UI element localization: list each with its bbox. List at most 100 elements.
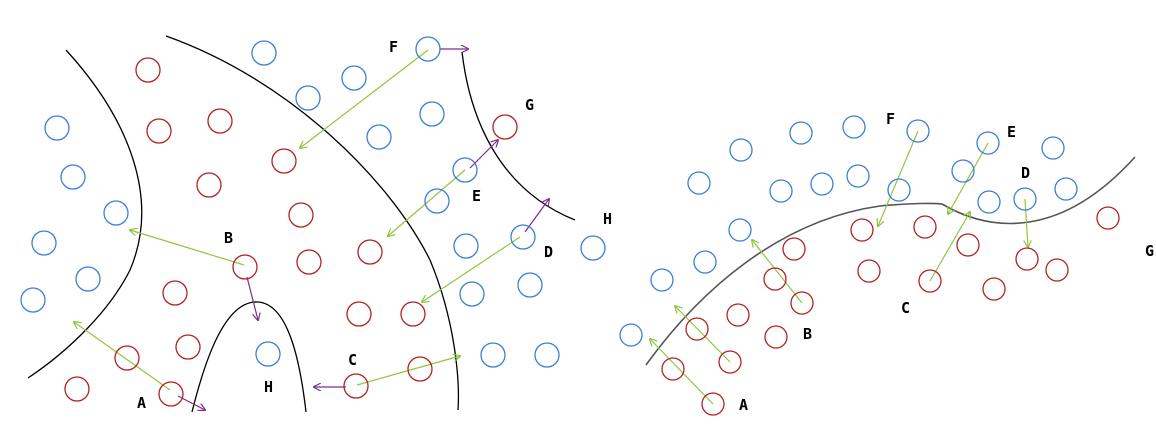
blue-point [44, 115, 70, 141]
blue-point [424, 188, 450, 214]
red-point [146, 118, 172, 144]
blue-point [906, 119, 930, 143]
blue-point [977, 190, 1001, 214]
blue-point [1013, 187, 1037, 211]
red-point [346, 301, 372, 327]
red-point [400, 301, 426, 327]
left-blue-points [20, 36, 606, 368]
blue-point [842, 115, 866, 139]
arrow-B-green-right [752, 240, 803, 304]
blue-point [687, 171, 711, 195]
blue-point [31, 230, 57, 256]
blue-point [534, 342, 560, 368]
arrow-D-green-right [1025, 198, 1028, 247]
label-A: A [137, 394, 146, 412]
blue-point [295, 85, 321, 111]
label-F: F [389, 38, 398, 56]
label-D: D [544, 243, 553, 261]
red-point [763, 267, 787, 291]
blue-point [452, 157, 478, 183]
left-boundary-outer-left [27, 49, 143, 379]
label-F-right: F [886, 110, 895, 128]
red-point [343, 373, 369, 399]
label-H-right: H [603, 210, 612, 228]
blue-point [510, 224, 536, 250]
red-point [718, 350, 742, 374]
blue-point [887, 178, 911, 202]
red-point [407, 356, 433, 382]
arrow-F-green [300, 49, 429, 148]
arrow-A-green [74, 322, 171, 391]
blue-point [419, 101, 445, 127]
red-point [1096, 206, 1120, 230]
arrow-A2-green [675, 306, 731, 363]
arrow-E-green-right [948, 142, 989, 214]
red-point [1045, 258, 1069, 282]
blue-point [810, 172, 834, 196]
red-point [64, 376, 90, 402]
arrow-E-purple [469, 140, 498, 169]
blue-point [976, 131, 1000, 155]
red-point [135, 57, 161, 83]
blue-point [60, 164, 86, 190]
red-point [982, 277, 1006, 301]
arrow-A1-green [650, 339, 714, 405]
arrow-B-green [130, 230, 245, 266]
blue-point [459, 281, 485, 307]
red-point [764, 325, 788, 349]
red-point [357, 239, 383, 265]
blue-point [103, 200, 129, 226]
red-point [1015, 247, 1039, 271]
blue-point [729, 138, 753, 162]
red-point [701, 392, 725, 416]
red-point [850, 218, 874, 242]
arrow-D-green [422, 236, 521, 302]
blue-point [341, 65, 367, 91]
label-A-right: A [739, 396, 748, 414]
right-boundary [645, 156, 1136, 366]
red-point [790, 291, 814, 315]
blue-point [251, 40, 277, 66]
label-B: B [224, 229, 233, 247]
label-B-right: B [803, 325, 812, 343]
label-C: C [348, 351, 357, 369]
red-point [685, 317, 709, 341]
right-blue-points [619, 115, 1078, 347]
red-point [114, 345, 140, 371]
label-E: E [472, 187, 481, 205]
blue-point [255, 341, 281, 367]
red-point [857, 259, 881, 283]
blue-point [650, 268, 674, 292]
red-point [913, 215, 937, 239]
blue-point [728, 218, 752, 242]
red-point [162, 280, 188, 306]
right-red-points [661, 206, 1120, 416]
blue-point [580, 235, 606, 261]
blue-point [1054, 177, 1078, 201]
arrow-E-green [388, 169, 466, 236]
red-point [492, 114, 518, 140]
blue-point [619, 323, 643, 347]
label-G-right: G [1145, 242, 1154, 260]
blue-point [769, 179, 793, 203]
red-point [726, 303, 750, 327]
red-point [288, 202, 314, 228]
left-boundary-main-arc [165, 35, 460, 411]
red-point [158, 381, 184, 407]
blue-point [693, 250, 717, 274]
blue-point [75, 266, 101, 292]
arrow-C-green-right [929, 212, 970, 282]
left-panel: F G E H D B C H A [20, 35, 612, 413]
arrow-B-purple [246, 276, 258, 320]
red-point [207, 108, 233, 134]
label-D-right: D [1021, 164, 1030, 182]
blue-point [453, 233, 479, 259]
blue-point [1041, 136, 1065, 160]
blue-point [951, 159, 975, 183]
red-point [232, 254, 258, 280]
blue-point [415, 36, 441, 62]
blue-point [480, 342, 506, 368]
red-point [918, 269, 942, 293]
